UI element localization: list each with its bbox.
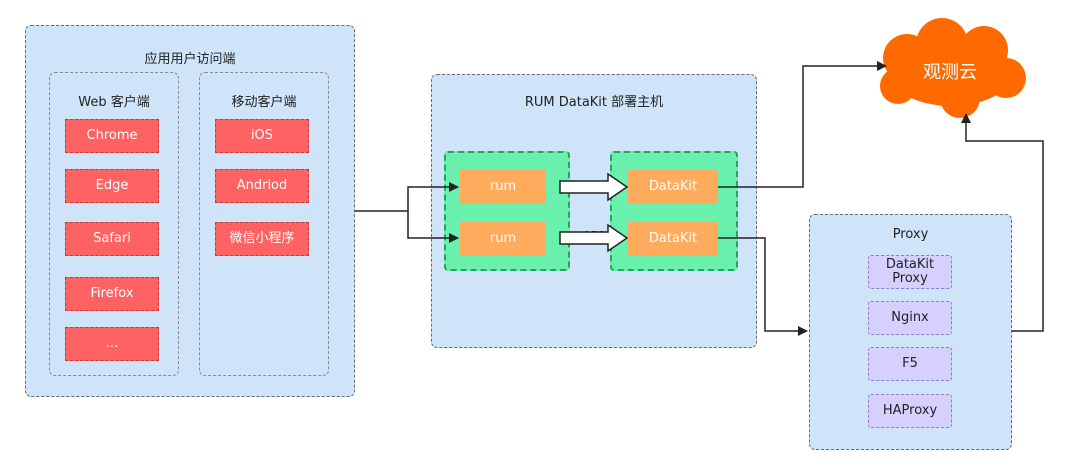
port-label-2: :9529 [579,229,614,243]
mobile-client-group: 移动客户端 [199,72,329,376]
mobile-client-title: 移动客户端 [231,95,297,110]
proxy-haproxy: HAProxy [868,394,952,428]
port-label-1: :9529 [579,180,614,194]
datakit-node-2: DataKit [628,222,718,256]
rum-host-title: RUM DataKit 部署主机 [524,95,664,110]
rum-node-1: rum [460,170,546,204]
proxy-nginx: Nginx [868,301,952,335]
client-panel-title: 应用用户访问端 [144,52,236,67]
browser-edge: Edge [65,169,159,203]
mobile-wechat-miniprogram: 微信小程序 [215,222,309,256]
browser-more: ... [65,327,159,361]
mobile-ios: iOS [215,119,309,153]
web-client-title: Web 客户端 [78,95,150,110]
rum-node-2: rum [460,222,546,256]
web-client-group: Web 客户端 [49,72,179,376]
proxy-panel-title: Proxy [892,227,929,242]
browser-chrome: Chrome [65,119,159,153]
cloud-label: 观测云 [923,62,977,83]
datakit-node-1: DataKit [628,170,718,204]
proxy-datakit-proxy: DataKit Proxy [868,255,952,289]
browser-firefox: Firefox [65,277,159,311]
proxy-f5: F5 [868,347,952,381]
mobile-android: Andriod [215,169,309,203]
browser-safari: Safari [65,222,159,256]
